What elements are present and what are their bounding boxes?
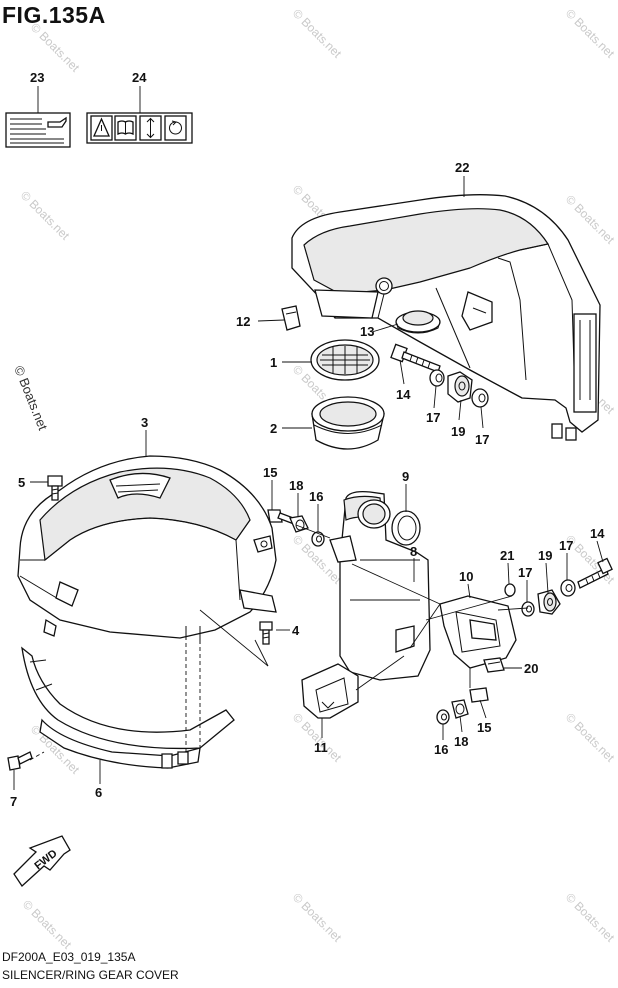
- callout-21: 21: [500, 548, 514, 563]
- watermark: © Boats.net: [20, 897, 75, 952]
- bushing-18-lower: [451, 699, 469, 719]
- washer-17-upper: [429, 369, 445, 387]
- bolt-15-lower: [469, 687, 489, 703]
- figure-code: DF200A_E03_019_135A: [2, 950, 136, 964]
- watermark: © Boats.net: [563, 890, 618, 945]
- ring-gear-cover-6: [21, 646, 235, 769]
- callout-5: 5: [18, 475, 25, 490]
- arrow-updown-icon: [139, 115, 162, 141]
- callout-11: 11: [314, 740, 328, 755]
- label-sticker-24: [86, 112, 193, 144]
- watermark: © Boats.net: [563, 710, 618, 765]
- callout-18: 18: [454, 734, 468, 749]
- screen-1: [310, 339, 380, 381]
- callout-16: 16: [434, 742, 448, 757]
- callout-13: 13: [360, 324, 374, 339]
- callout-8: 8: [410, 544, 417, 559]
- bushing-18-upper: [289, 515, 309, 533]
- callout-19: 19: [538, 548, 552, 563]
- callout-1: 1: [270, 355, 277, 370]
- callout-14: 14: [590, 526, 605, 541]
- ring-gear-cover-3: [17, 455, 277, 644]
- callout-17: 17: [475, 432, 489, 447]
- callout-23: 23: [30, 70, 44, 85]
- clip-20: [483, 657, 505, 673]
- washer-17-upper-b: [471, 388, 489, 408]
- silencer-case-22: [291, 194, 601, 441]
- callout-18: 18: [289, 478, 303, 493]
- bolt-5: [47, 475, 63, 501]
- callout-17: 17: [426, 410, 440, 425]
- silencer-assembly-lines: [295, 524, 529, 691]
- rotation-icon: [164, 115, 187, 141]
- seal-2: [311, 396, 385, 450]
- bolt-4: [259, 621, 273, 645]
- washer-16-upper: [311, 531, 325, 547]
- watermark: © Boats.net: [290, 6, 345, 61]
- washer-17-right: [521, 601, 535, 617]
- callout-17: 17: [518, 565, 532, 580]
- callout-22: 22: [455, 160, 469, 175]
- callout-17: 17: [559, 538, 573, 553]
- watermark: © Boats.net: [563, 6, 618, 61]
- bushing-19-right: [537, 589, 561, 615]
- figure-title: FIG.135A: [2, 2, 106, 28]
- callout-16: 16: [309, 489, 323, 504]
- silencer-8: [329, 490, 431, 681]
- clip-12: [281, 305, 301, 331]
- watermark: © Boats.net: [290, 710, 345, 765]
- bolt-7: [7, 751, 33, 771]
- callout-10: 10: [459, 569, 473, 584]
- callout-6: 6: [95, 785, 102, 800]
- callout-19: 19: [451, 424, 465, 439]
- figure-name: SILENCER/RING GEAR COVER: [2, 968, 179, 982]
- callout-20: 20: [524, 661, 538, 676]
- callout-24: 24: [132, 70, 147, 85]
- watermark: © Boats.net: [28, 20, 83, 75]
- assembly-lines: [29, 609, 269, 761]
- callout-12: 12: [236, 314, 250, 329]
- bracket-10: [439, 595, 517, 669]
- seal-ring-9: [391, 510, 421, 546]
- callout-14: 14: [396, 387, 411, 402]
- warning-triangle-icon: [90, 115, 113, 141]
- bushing-19-upper: [447, 371, 473, 403]
- callout-leaders: [13, 86, 604, 790]
- washer-16-lower: [436, 709, 450, 725]
- manual-book-icon: [114, 115, 137, 141]
- watermark: © Boats.net: [290, 890, 345, 945]
- watermark: © Boats.net: [563, 192, 618, 247]
- bolt-14-upper: [390, 343, 441, 373]
- callout-2: 2: [270, 421, 277, 436]
- callout-7: 7: [10, 794, 17, 809]
- callout-labels: 23 24 22 12 13 1 14 17 19 17 2 3 5 15 18…: [10, 70, 605, 809]
- callout-3: 3: [141, 415, 148, 430]
- callout-4: 4: [292, 623, 300, 638]
- callout-15: 15: [477, 720, 491, 735]
- bracket-11: [301, 663, 359, 719]
- watermark: © Boats.net: [18, 188, 73, 243]
- grommet-21: [504, 583, 516, 597]
- fwd-arrow-icon: FWD: [13, 835, 71, 887]
- watermark-dark: © Boats.net: [11, 364, 51, 433]
- label-sticker-23: [5, 112, 71, 148]
- washer-17-right-b: [560, 579, 576, 597]
- callout-9: 9: [402, 469, 409, 484]
- callout-15: 15: [263, 465, 277, 480]
- oil-can-icon: [47, 116, 67, 128]
- grommet-13: [395, 310, 441, 334]
